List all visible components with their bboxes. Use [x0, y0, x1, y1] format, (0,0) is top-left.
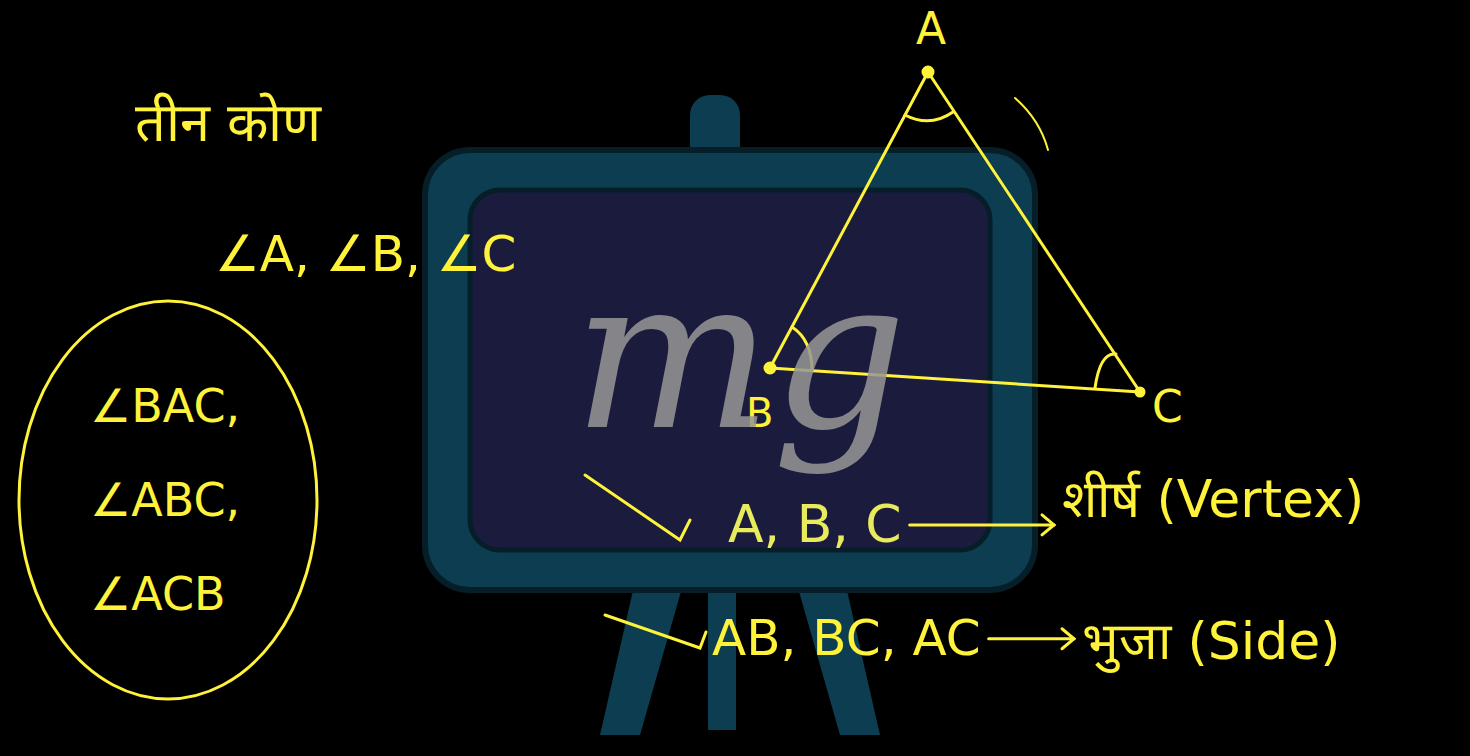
vertex-label: A — [916, 4, 946, 55]
angle-list: ∠A, ∠B, ∠C — [215, 226, 516, 284]
watermark: mg — [573, 234, 907, 476]
vertex-list: A, B, C — [728, 495, 902, 555]
definition-text: शीर्ष (Vertex) — [1062, 470, 1364, 530]
tick-mark — [585, 475, 706, 648]
vertex-label: C — [1152, 382, 1183, 433]
easel — [425, 95, 1035, 735]
ellipse-group: ∠BAC, ∠ABC, ∠ACB — [16, 298, 320, 702]
heading-text: तीन कोण — [135, 92, 321, 154]
angle-names: ∠BAC, ∠ABC, ∠ACB — [90, 359, 280, 642]
definition-text: भुजा (Side) — [1082, 612, 1341, 672]
side-list: AB, BC, AC — [712, 610, 981, 668]
